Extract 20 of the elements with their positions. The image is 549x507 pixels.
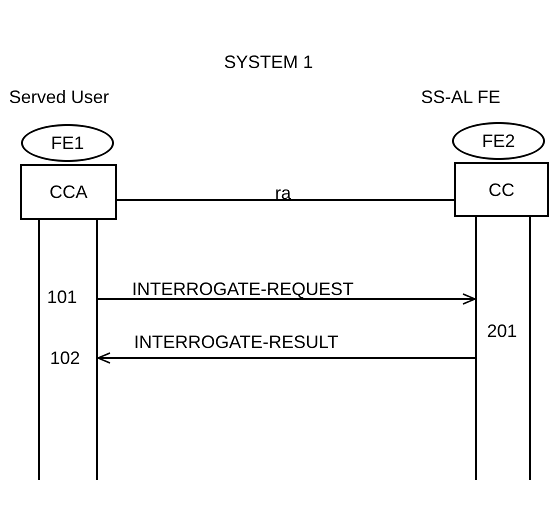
role-label: Served User: [9, 88, 110, 106]
entity-name: FE2: [482, 132, 515, 150]
lifeline-bar: [475, 217, 531, 480]
entity-name: CC: [488, 180, 514, 198]
connector-line: [117, 199, 454, 201]
entity-name: CCA: [49, 183, 88, 201]
lifeline-bar: [38, 220, 98, 480]
edge-label: ra: [275, 184, 292, 202]
message-arrow: [97, 352, 475, 364]
message-arrow: [98, 293, 476, 305]
entity-box: [20, 164, 117, 220]
step-number: 201: [487, 322, 518, 340]
edge-label: INTERROGATE-RESULT: [134, 333, 338, 351]
role-label: SS-AL FE: [421, 88, 500, 106]
entity-name: FE1: [50, 134, 84, 152]
entity-box: [454, 162, 549, 217]
edge-label: INTERROGATE-REQUEST: [132, 280, 354, 298]
step-number: 101: [47, 288, 78, 306]
step-number: 102: [50, 349, 80, 367]
diagram-title: SYSTEM 1: [224, 53, 314, 71]
